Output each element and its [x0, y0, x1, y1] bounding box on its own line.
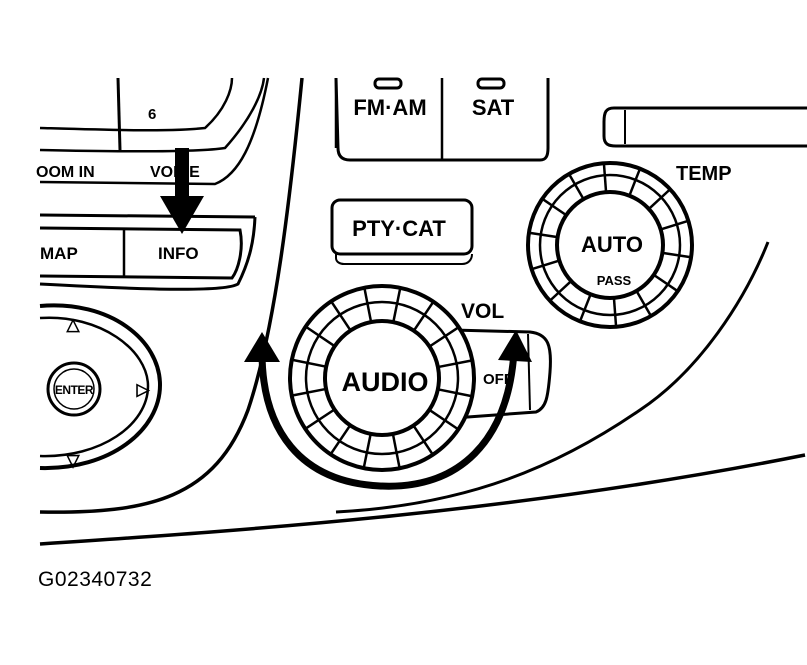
- right-arrow-icon[interactable]: ▷: [135, 380, 150, 399]
- sat-button[interactable]: SAT: [472, 95, 515, 120]
- auto-knob-grip: [602, 163, 608, 193]
- audio-knob-grip: [428, 408, 460, 431]
- audio-knob-grip: [391, 433, 401, 469]
- audio-knob-grip: [412, 424, 434, 456]
- audio-knob-grip: [363, 287, 373, 323]
- vol-off-switch[interactable]: [451, 328, 552, 420]
- auto-knob-grip: [549, 280, 572, 302]
- fm-am-sat-button-group: [334, 77, 550, 162]
- map-label: MAP: [40, 244, 78, 263]
- info-button[interactable]: INFO: [158, 244, 199, 263]
- panel-outline: [39, 77, 806, 546]
- audio-knob-grip: [330, 300, 352, 332]
- auto-knob-grip: [541, 197, 567, 217]
- auto-knob-grip: [578, 293, 592, 322]
- auto-knob-grip: [662, 251, 692, 259]
- rotate-knob-arrow-icon: [244, 330, 532, 490]
- vol-label: VOL: [461, 300, 504, 323]
- sat-label: SAT: [472, 95, 515, 120]
- temp-slider-bar[interactable]: [602, 106, 807, 148]
- auto-knob-grip: [567, 173, 585, 200]
- up-arrow-icon[interactable]: △: [65, 315, 80, 334]
- fm-am-button[interactable]: FM·AM: [353, 95, 426, 120]
- auto-knob-grip: [653, 273, 679, 293]
- audio-knob-grip: [437, 359, 473, 369]
- arrow-down-to-info-icon: [160, 148, 204, 234]
- auto-knob-grip: [531, 259, 560, 271]
- joystick-pad[interactable]: [39, 303, 163, 471]
- preset-6-label: 6: [148, 106, 156, 123]
- pass-label: PASS: [597, 273, 632, 288]
- auto-knob-grip: [612, 297, 618, 327]
- auto-knob-grip: [660, 219, 689, 231]
- audio-knob-grip: [304, 325, 336, 348]
- pty-cat-label: PTY·CAT: [352, 216, 446, 241]
- audio-knob-grip: [428, 326, 460, 348]
- audio-knob-grip: [437, 388, 473, 398]
- auto-knob-grip: [528, 231, 558, 239]
- temp-label: TEMP: [676, 163, 732, 185]
- audio-knob-grip: [412, 300, 435, 332]
- map-button[interactable]: MAP: [40, 244, 78, 263]
- info-label: INFO: [158, 244, 199, 263]
- figure-id: G02340732: [38, 568, 153, 591]
- audio-label: AUDIO: [342, 367, 429, 397]
- down-arrow-icon[interactable]: ▽: [65, 451, 80, 470]
- audio-knob-grip: [392, 287, 402, 323]
- audio-knob-grip: [304, 408, 336, 430]
- audio-knob-grip: [291, 358, 327, 368]
- audio-knob-grip: [291, 387, 327, 397]
- pty-cat-button[interactable]: PTY·CAT: [330, 198, 474, 265]
- auto-knob[interactable]: [526, 161, 694, 329]
- zoom-in-label: OOM IN: [36, 164, 95, 181]
- auto-knob-grip: [635, 290, 653, 317]
- off-label: OFF: [483, 371, 513, 388]
- auto-knob-grip: [648, 188, 671, 210]
- audio-knob-grip: [329, 424, 352, 456]
- auto-knob-grip: [628, 168, 642, 197]
- auto-label: AUTO: [581, 232, 643, 257]
- fm-am-label: FM·AM: [353, 95, 426, 120]
- audio-knob[interactable]: [288, 284, 476, 472]
- enter-button-label[interactable]: ENTER: [55, 383, 95, 397]
- map-info-button-row: [39, 226, 243, 280]
- audio-knob-grip: [362, 433, 372, 469]
